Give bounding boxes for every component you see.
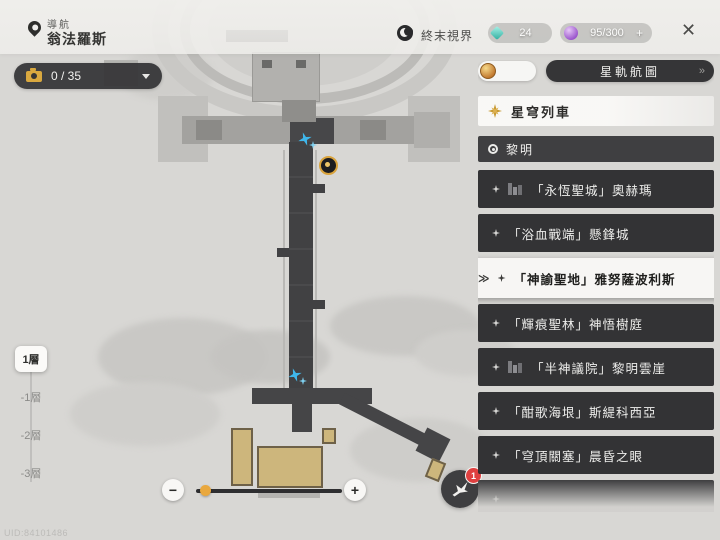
finality-vision-label[interactable]: 終末視界 xyxy=(421,29,474,43)
star-bullet-icon xyxy=(492,407,500,415)
purple-orb-icon xyxy=(564,26,578,40)
location-item[interactable]: ≫ 「神諭聖地」雅努薩波利斯 xyxy=(478,258,714,298)
uid-text: UID:84101486 xyxy=(4,528,69,538)
star-bullet-icon xyxy=(492,229,500,237)
star-bullet-icon xyxy=(492,363,500,371)
currency-value: 24 xyxy=(519,27,532,39)
zoom-slider-track[interactable] xyxy=(196,489,342,493)
nav-label: 導航 xyxy=(47,20,71,31)
map-building-tan xyxy=(322,428,336,444)
location-item[interactable]: 「酣歌海垠」斯緹科西亞 xyxy=(478,392,714,430)
city-silhouette-icon xyxy=(508,361,523,373)
location-item[interactable]: 「穹頂關塞」晨昏之眼 xyxy=(478,436,714,474)
map-structure xyxy=(262,60,272,68)
origami-bird-button[interactable]: 1 xyxy=(441,467,482,508)
region-panel: 星軌航圖 » 星穹列車 黎明 「永恆聖城」奧赫瑪「浴血戰端」懸鋒城 ≫ 「神諭聖地」… xyxy=(478,60,714,512)
star-bullet-icon xyxy=(492,319,500,327)
chevron-down-icon xyxy=(142,73,150,79)
teal-gem-icon xyxy=(489,25,505,41)
close-icon[interactable]: ✕ xyxy=(681,20,697,40)
location-pin-icon xyxy=(25,18,44,37)
map-structure xyxy=(414,112,450,148)
map-structure xyxy=(277,248,289,257)
astral-express-label: 星穹列車 xyxy=(511,104,572,120)
star-bullet-icon xyxy=(492,185,500,193)
astral-express-item[interactable]: 星穹列車 xyxy=(478,96,714,126)
floor-selector: 1層 -1層 -2層 -3層 xyxy=(15,346,47,486)
map-structure xyxy=(313,300,325,309)
add-currency-button[interactable]: + xyxy=(635,26,643,40)
zoom-slider-knob[interactable] xyxy=(200,485,211,496)
map-structure xyxy=(196,120,222,140)
star-bullet-icon xyxy=(492,451,500,459)
floor-button--2層[interactable]: -2層 xyxy=(20,430,42,442)
location-label: 「神諭聖地」雅努薩波利斯 xyxy=(513,272,676,287)
map-corridor xyxy=(289,142,313,394)
map-cloud xyxy=(70,382,220,446)
location-label: 「酣歌海垠」斯緹科西亞 xyxy=(508,405,657,420)
zoom-in-button[interactable]: + xyxy=(344,479,366,501)
location-label: 「輝痕聖林」神悟樹庭 xyxy=(508,317,644,332)
location-item[interactable]: 「永恆聖城」奧赫瑪 xyxy=(478,170,714,208)
zoom-out-button[interactable]: − xyxy=(162,479,184,501)
location-item[interactable] xyxy=(478,480,714,512)
camera-icon xyxy=(26,67,42,82)
city-silhouette-icon xyxy=(508,183,523,195)
currency-purple-pill[interactable]: 95/300 + xyxy=(560,23,652,43)
map-structure xyxy=(296,60,306,68)
location-list: 「永恆聖城」奧赫瑪「浴血戰端」懸鋒城 ≫ 「神諭聖地」雅努薩波利斯「輝痕聖林」神悟樹… xyxy=(478,170,714,512)
star-bullet-icon xyxy=(497,274,506,282)
map-structure xyxy=(258,490,320,498)
location-item[interactable]: 「浴血戰端」懸鋒城 xyxy=(478,214,714,252)
star-rail-atlas-button[interactable]: 星軌航圖 » xyxy=(546,60,714,82)
map-corridor xyxy=(315,150,317,390)
map-building-tan xyxy=(231,428,253,486)
location-item[interactable]: 「半神議院」黎明雲崖 xyxy=(478,348,714,386)
floor-track xyxy=(30,350,32,482)
planet-toggle[interactable] xyxy=(478,61,536,81)
notification-badge: 1 xyxy=(465,467,482,484)
map-structure xyxy=(360,120,386,140)
map-building-tan xyxy=(257,446,323,488)
floor-button--1層[interactable]: -1層 xyxy=(20,392,42,404)
floor-button-1層[interactable]: 1層 xyxy=(15,346,47,372)
sun-icon xyxy=(488,144,498,154)
map-structure xyxy=(292,404,312,432)
currency-value: 95/300 xyxy=(590,27,624,39)
map-corridor xyxy=(282,100,316,122)
location-label: 「浴血戰端」懸鋒城 xyxy=(508,227,630,242)
finality-vision-icon[interactable] xyxy=(397,25,413,41)
location-item[interactable]: 「輝痕聖林」神悟樹庭 xyxy=(478,304,714,342)
map-corridor xyxy=(283,150,285,390)
chevron-right-icon: » xyxy=(698,65,705,77)
map-structure xyxy=(313,184,325,193)
atlas-button-label: 星軌航圖 xyxy=(599,64,660,79)
world-name: 翁法羅斯 xyxy=(47,31,107,47)
photo-count: 0 / 35 xyxy=(51,69,82,83)
floor-button--3層[interactable]: -3層 xyxy=(20,468,42,480)
compass-star-icon xyxy=(488,104,502,118)
currency-teal-pill[interactable]: 24 xyxy=(488,23,552,43)
location-label: 「永恆聖城」奧赫瑪 xyxy=(531,183,653,198)
photo-spot-counter[interactable]: 0 / 35 xyxy=(14,63,162,89)
location-label: 「半神議院」黎明雲崖 xyxy=(531,361,667,376)
section-label: 黎明 xyxy=(506,142,535,157)
selected-chevron-icon: ≫ xyxy=(478,272,489,285)
location-label: 「穹頂關塞」晨昏之眼 xyxy=(508,449,644,464)
section-header-dawn[interactable]: 黎明 xyxy=(478,136,714,162)
origami-bird-icon xyxy=(452,481,468,497)
map-structure xyxy=(290,118,334,144)
star-bullet-icon xyxy=(492,495,500,503)
gold-map-marker-icon[interactable] xyxy=(319,156,338,175)
gold-planet-icon xyxy=(480,63,496,79)
top-bar: 導航 翁法羅斯 終末視界 24 95/300 + ✕ xyxy=(0,0,720,54)
